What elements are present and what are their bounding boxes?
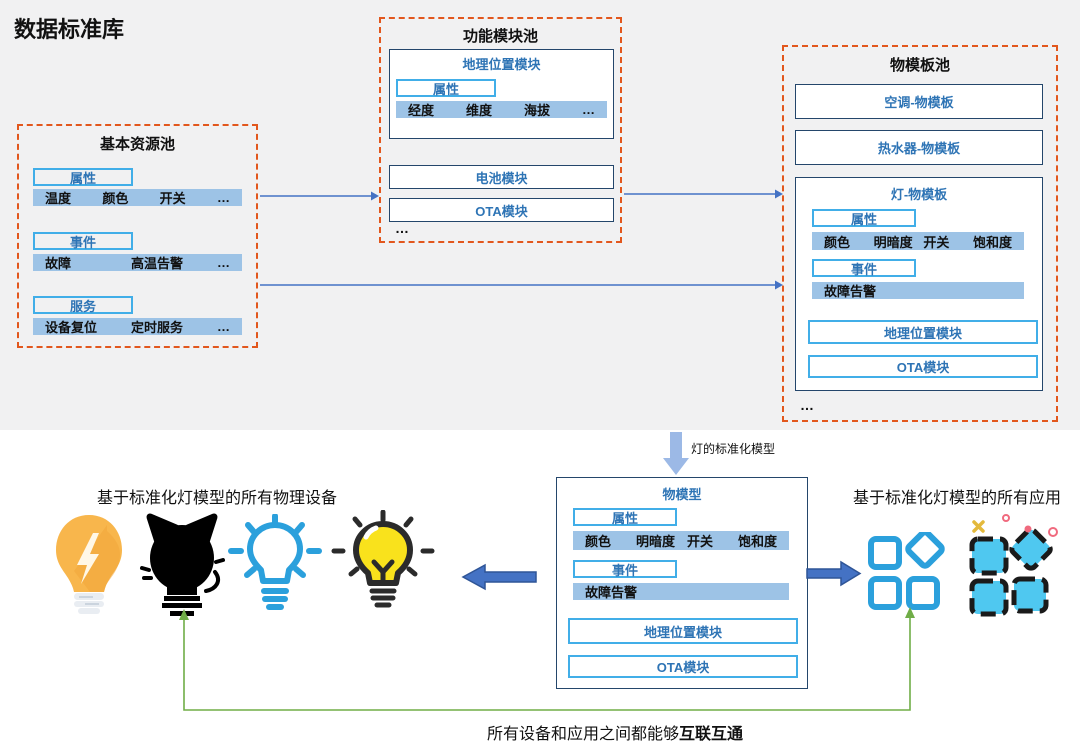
up-arrowhead-icon (179, 609, 189, 620)
sparkle-cross-icon (972, 520, 985, 533)
attribute-label: 属性 (396, 79, 496, 97)
model-ota-module-box: OTA模块 (568, 655, 798, 678)
basic-resource-pool: 基本资源池 属性 温度 颜色 开关 … 事件 故障 高温告警 … 服务 设备复位… (17, 124, 258, 348)
attr-item: 温度 (45, 191, 72, 206)
ota-module-box: OTA模块 (389, 198, 614, 222)
lamp-attr-bar: 颜色 明暗度 开关 饱和度 (812, 232, 1024, 250)
attr-item: 颜色 (102, 191, 129, 206)
thing-model-title: 物模型 (662, 487, 702, 502)
attr-item: 海拔 (524, 103, 551, 118)
thing-template-pool-title: 物模板池 (889, 57, 950, 74)
ac-template-box: 空调-物模板 (795, 84, 1043, 119)
event-label-text: 事件 (850, 261, 877, 277)
page-title: 数据标准库 (14, 17, 125, 42)
blue-outline-bulb-icon (228, 514, 322, 610)
geo-module-title: 地理位置模块 (462, 57, 541, 72)
cyan-app-grid-icon (969, 514, 1058, 617)
attr-item-ellipsis: … (582, 102, 595, 117)
attr-item: 开关 (923, 234, 950, 250)
attr-item: 开关 (159, 191, 186, 206)
thing-template-pool: 物模板池 空调-物模板 热水器-物模板 灯-物模板 属性 颜色 明暗度 开关 饱… (782, 45, 1058, 422)
event-label: 事件 (33, 232, 133, 250)
attr-item-ellipsis: … (216, 190, 230, 205)
attr-item: 明暗度 (873, 234, 913, 250)
sparkle-circle-icon (1002, 514, 1010, 522)
sparkle-circle-icon (1048, 527, 1058, 537)
attribute-label-text: 属性 (850, 211, 877, 227)
event-item: 故障告警 (824, 284, 877, 299)
black-cat-bulb-icon (140, 513, 225, 616)
attribute-label-text: 属性 (611, 510, 638, 526)
service-label: 服务 (33, 296, 133, 314)
devices-heading: 基于标准化灯模型的所有物理设备 (97, 490, 338, 507)
attr-item: 开关 (687, 534, 714, 549)
heater-template-box: 热水器-物模板 (795, 130, 1043, 165)
attr-item: 饱和度 (972, 234, 1012, 250)
model-event-bar: 故障告警 (573, 583, 789, 600)
geo-attr-bar: 经度 维度 海拔 … (396, 101, 607, 118)
geo-module-box: 地理位置模块 属性 经度 维度 海拔 … (389, 49, 614, 139)
attr-item: 明暗度 (636, 534, 676, 549)
service-item: 设备复位 (45, 320, 98, 335)
service-item: 定时服务 (131, 320, 184, 335)
event-item: 故障 (45, 256, 72, 271)
model-attr-bar: 颜色 明暗度 开关 饱和度 (573, 531, 789, 550)
event-item: 高温告警 (131, 256, 184, 271)
interconnect-arrows (179, 607, 915, 711)
basic-resource-pool-title: 基本资源池 (99, 136, 175, 153)
footer-caption-bold: 互联互通 (679, 726, 744, 743)
event-bar: 故障 高温告警 … (33, 254, 242, 271)
more-templates-ellipsis: … (800, 397, 814, 413)
attr-item: 颜色 (585, 534, 612, 549)
attr-item: 维度 (466, 103, 493, 118)
event-label-text: 事件 (611, 562, 638, 578)
event-label: 事件 (812, 259, 916, 277)
function-module-pool-title: 功能模块池 (462, 28, 538, 45)
event-label-text: 事件 (69, 234, 96, 250)
attribute-label: 属性 (573, 508, 677, 526)
yellow-bulb-icon (331, 510, 435, 608)
right-block-arrow-icon (806, 560, 862, 587)
function-module-pool: 功能模块池 地理位置模块 属性 经度 维度 海拔 … 电池模块 OTA模块 … (379, 17, 622, 243)
model-geo-module-box: 地理位置模块 (568, 618, 798, 644)
standardized-lamp-model-label: 灯的标准化模型 (691, 442, 776, 456)
footer-caption-prefix: 所有设备和应用之间都能够 (487, 726, 680, 743)
more-modules-ellipsis: … (395, 220, 409, 236)
service-label-text: 服务 (69, 298, 96, 314)
up-arrowhead-icon (905, 607, 915, 618)
attribute-label-text: 属性 (69, 170, 96, 186)
attribute-bar: 温度 颜色 开关 … (33, 189, 242, 206)
thing-model-box: 物模型 属性 颜色 明暗度 开关 饱和度 事件 故障告警 地理位置模块 OTA模… (556, 477, 808, 689)
battery-module-box: 电池模块 (389, 165, 614, 189)
attribute-label: 属性 (33, 168, 133, 186)
lamp-event-bar: 故障告警 (812, 282, 1024, 299)
down-block-arrow-icon (663, 432, 689, 475)
event-item-ellipsis: … (217, 255, 230, 270)
attribute-label-text: 属性 (432, 81, 459, 97)
event-item: 故障告警 (585, 585, 638, 600)
sparkle-dot-icon (1024, 525, 1032, 533)
attr-item: 饱和度 (738, 534, 778, 549)
lamp-geo-module-box: 地理位置模块 (808, 320, 1038, 344)
orange-bulb-icon (56, 515, 122, 614)
attr-item: 经度 (408, 103, 435, 118)
attribute-label: 属性 (812, 209, 916, 227)
footer-caption: 所有设备和应用之间都能够互联互通 (487, 720, 743, 744)
lamp-template-box: 灯-物模板 属性 颜色 明暗度 开关 饱和度 事件 故障告警 地理位置模块 OT… (795, 177, 1043, 391)
attr-item: 颜色 (824, 234, 851, 250)
service-bar: 设备复位 定时服务 … (33, 318, 242, 335)
event-label: 事件 (573, 560, 677, 578)
blue-app-grid-icon (868, 532, 945, 610)
apps-heading: 基于标准化灯模型的所有应用 (853, 490, 1062, 507)
lamp-ota-module-box: OTA模块 (808, 355, 1038, 378)
left-block-arrow-icon (461, 563, 537, 591)
service-item-ellipsis: … (217, 319, 230, 334)
lamp-template-title: 灯-物模板 (890, 187, 948, 202)
